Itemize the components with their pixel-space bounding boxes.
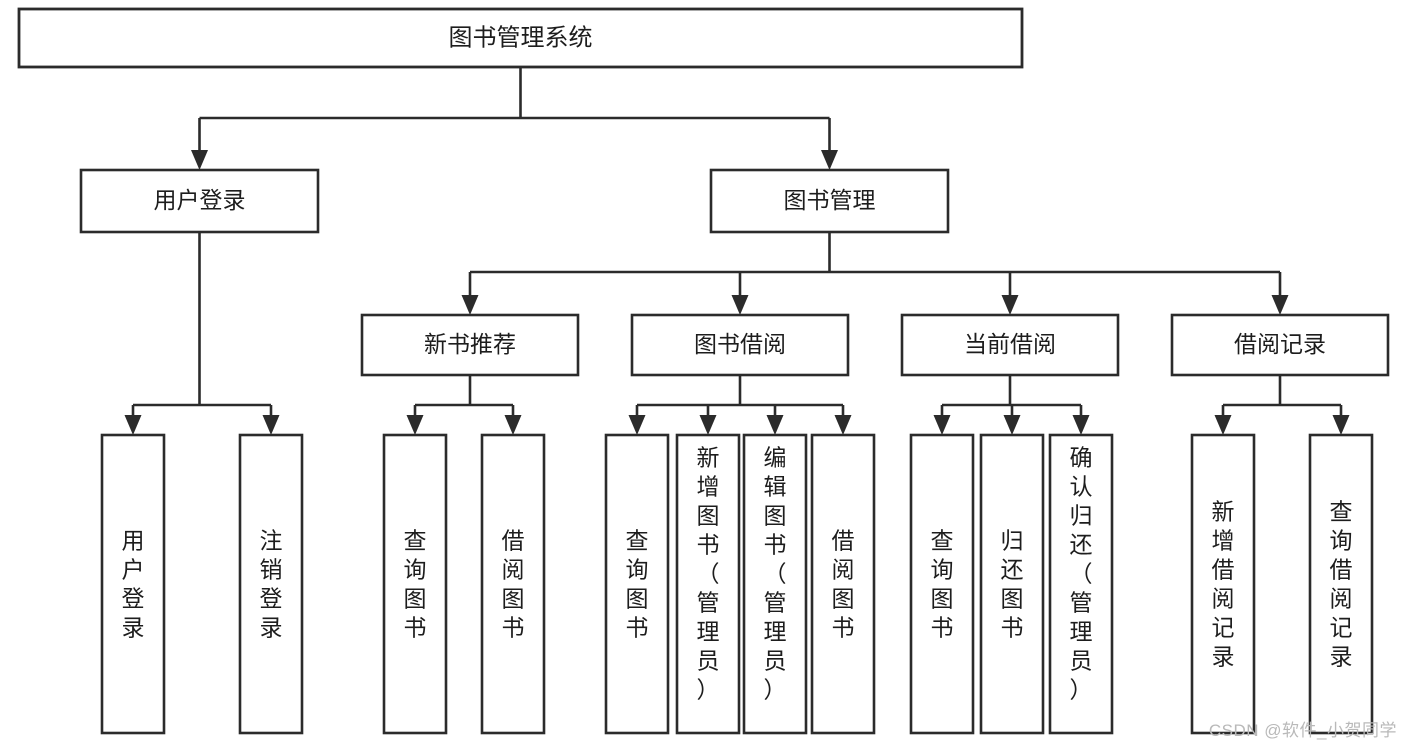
node-box[interactable]	[604, 433, 670, 735]
arrow-head-icon	[731, 295, 749, 315]
node-box[interactable]	[1308, 433, 1374, 735]
arrow-head-icon	[834, 415, 852, 435]
node-label-vertical: 确认归还（管理员）	[1070, 445, 1093, 703]
arrow-head-icon	[191, 150, 208, 170]
node-leaf-10[interactable]: 确认归还（管理员）	[1048, 433, 1114, 735]
node-box[interactable]	[742, 433, 808, 735]
arrow-head-icon	[933, 415, 951, 435]
arrow-head-icon	[1332, 415, 1350, 435]
node-level3-1[interactable]: 图书借阅	[630, 313, 850, 377]
node-box[interactable]	[675, 433, 741, 735]
node-leaf-9[interactable]: 归还图书	[979, 433, 1045, 735]
node-label: 新书推荐	[424, 331, 516, 357]
node-box[interactable]	[17, 7, 1024, 69]
arrow-head-icon	[628, 415, 646, 435]
node-box[interactable]	[100, 433, 166, 735]
node-leaf-8[interactable]: 查询图书	[909, 433, 975, 735]
node-box[interactable]	[1190, 433, 1256, 735]
node-label-vertical: 借阅图书	[832, 528, 855, 641]
arrow-head-icon	[821, 150, 838, 170]
node-label: 图书管理	[784, 187, 876, 213]
node-box[interactable]	[979, 433, 1045, 735]
node-box[interactable]	[238, 433, 304, 735]
connector-layer	[124, 67, 1350, 435]
arrow-head-icon	[1003, 415, 1021, 435]
node-leaf-12[interactable]: 查询借阅记录	[1308, 433, 1374, 735]
arrow-head-icon	[124, 415, 142, 435]
node-leaf-3[interactable]: 借阅图书	[480, 433, 546, 735]
node-leaf-5[interactable]: 新增图书（管理员）	[675, 433, 741, 735]
arrow-head-icon	[504, 415, 522, 435]
node-level3-2[interactable]: 当前借阅	[900, 313, 1120, 377]
node-label-vertical: 新增图书（管理员）	[697, 445, 720, 703]
arrow-head-icon	[699, 415, 717, 435]
arrow-head-icon	[262, 415, 280, 435]
node-label-vertical: 查询图书	[404, 528, 427, 641]
node-box[interactable]	[709, 168, 950, 234]
arrow-head-icon	[406, 415, 424, 435]
arrow-head-icon	[1001, 295, 1019, 315]
node-leaf-4[interactable]: 查询图书	[604, 433, 670, 735]
node-label-vertical: 编辑图书（管理员）	[764, 445, 787, 703]
node-label-vertical: 用户登录	[122, 528, 145, 641]
node-label: 图书管理系统	[449, 24, 593, 51]
node-level2-0[interactable]: 用户登录	[79, 168, 320, 234]
node-label-vertical: 归还图书	[1001, 528, 1024, 641]
csdn-watermark: CSDN @软件_小贺同学	[1208, 721, 1397, 740]
node-root[interactable]: 图书管理系统	[17, 7, 1024, 69]
node-level3-0[interactable]: 新书推荐	[360, 313, 580, 377]
node-box[interactable]	[480, 433, 546, 735]
node-label-vertical: 注销登录	[260, 528, 283, 641]
node-label-vertical: 新增借阅记录	[1212, 499, 1235, 670]
node-label: 用户登录	[154, 187, 246, 213]
node-box[interactable]	[630, 313, 850, 377]
arrow-head-icon	[766, 415, 784, 435]
node-label-vertical: 借阅图书	[502, 528, 525, 641]
node-leaf-0[interactable]: 用户登录	[100, 433, 166, 735]
arrow-head-icon	[461, 295, 479, 315]
node-label: 当前借阅	[964, 331, 1056, 357]
node-box[interactable]	[810, 433, 876, 735]
node-leaf-2[interactable]: 查询图书	[382, 433, 448, 735]
node-label: 借阅记录	[1234, 331, 1326, 357]
node-level3-3[interactable]: 借阅记录	[1170, 313, 1390, 377]
node-leaf-1[interactable]: 注销登录	[238, 433, 304, 735]
node-label-vertical: 查询借阅记录	[1330, 499, 1353, 670]
node-box[interactable]	[79, 168, 320, 234]
node-leaf-7[interactable]: 借阅图书	[810, 433, 876, 735]
node-box[interactable]	[382, 433, 448, 735]
node-label-vertical: 查询图书	[626, 528, 649, 641]
node-box[interactable]	[900, 313, 1120, 377]
node-label-vertical: 查询图书	[931, 528, 954, 641]
arrow-head-icon	[1072, 415, 1090, 435]
node-leaf-11[interactable]: 新增借阅记录	[1190, 433, 1256, 735]
node-level2-1[interactable]: 图书管理	[709, 168, 950, 234]
node-leaf-6[interactable]: 编辑图书（管理员）	[742, 433, 808, 735]
arrow-head-icon	[1214, 415, 1232, 435]
node-box[interactable]	[1170, 313, 1390, 377]
node-label: 图书借阅	[694, 331, 786, 357]
arrow-head-icon	[1271, 295, 1289, 315]
node-box[interactable]	[360, 313, 580, 377]
node-layer: 图书管理系统用户登录图书管理新书推荐图书借阅当前借阅借阅记录用户登录注销登录查询…	[17, 7, 1390, 735]
node-box[interactable]	[1048, 433, 1114, 735]
node-box[interactable]	[909, 433, 975, 735]
